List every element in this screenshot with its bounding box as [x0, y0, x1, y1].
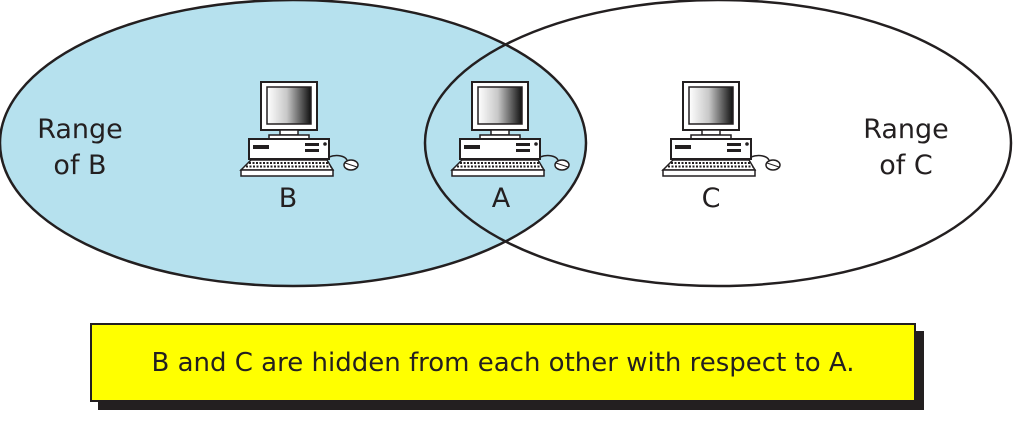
node-c-label: C: [701, 183, 721, 214]
node-b-label: B: [278, 183, 298, 214]
range-b-outline: [0, 0, 588, 288]
range-c-label-line1: Range: [863, 114, 949, 145]
caption-text: B and C are hidden from each other with …: [151, 347, 855, 378]
range-c-label-line2: of C: [879, 150, 933, 181]
range-b-label-line2: of B: [53, 150, 107, 181]
range-b-label-line1: Range: [37, 114, 123, 145]
range-c-label: Range of C: [846, 112, 966, 184]
computer-c-icon: [662, 81, 781, 177]
node-a-label: A: [491, 183, 511, 214]
caption-box: B and C are hidden from each other with …: [90, 323, 916, 402]
range-b-label: Range of B: [20, 112, 140, 184]
range-c-area: [423, 0, 1013, 288]
